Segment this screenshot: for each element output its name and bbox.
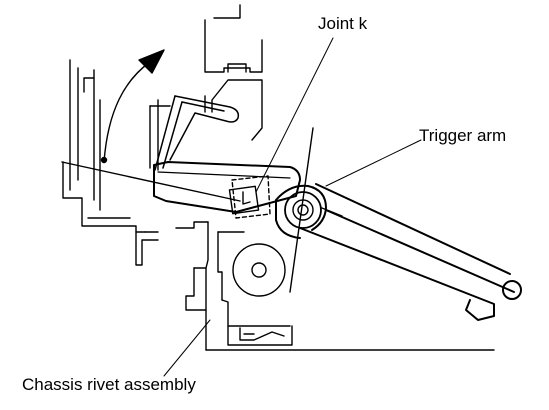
- j-hook-lever: [154, 95, 240, 171]
- trigger-arm: [275, 183, 522, 321]
- left-chassis-frame: [62, 59, 209, 266]
- round-boss: [232, 243, 286, 297]
- upper-plate: [204, 79, 263, 141]
- reference-line: [61, 161, 241, 202]
- rotation-arrow: [100, 49, 165, 164]
- joint-k-square: [228, 175, 271, 219]
- bottom-bracket: [239, 327, 285, 341]
- lower-chassis: [185, 221, 495, 351]
- dashed-axis: [289, 127, 314, 293]
- top-bracket: [204, 4, 263, 73]
- trigger-arm-label: Trigger arm: [419, 126, 507, 145]
- leader-lines: [163, 37, 422, 377]
- joint-k-label: Joint k: [318, 14, 368, 33]
- chassis-rivet-label: Chassis rivet assembly: [22, 375, 196, 394]
